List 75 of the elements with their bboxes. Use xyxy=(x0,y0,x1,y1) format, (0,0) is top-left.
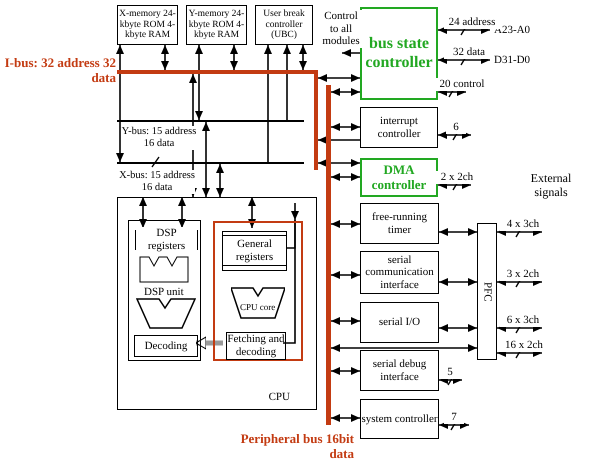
edge-label: Control to all modules xyxy=(320,10,362,48)
arrow xyxy=(196,336,223,350)
double-arrow xyxy=(318,159,360,167)
bus-line xyxy=(117,162,304,164)
note-text: External signals xyxy=(530,172,572,200)
double-arrow xyxy=(438,28,490,36)
dsp-frame xyxy=(128,220,201,361)
register-file: DSP registers xyxy=(135,230,198,250)
module-box: Fetching and decoding xyxy=(226,332,286,360)
double-arrow xyxy=(230,45,238,70)
bus-line xyxy=(117,120,304,122)
double-arrow xyxy=(161,45,169,70)
double-arrow xyxy=(497,326,542,334)
double-arrow xyxy=(331,123,360,131)
double-arrow xyxy=(248,197,256,228)
module-box: DMA controller xyxy=(360,158,438,197)
cpu-frame xyxy=(117,197,317,410)
edge-label: 5 xyxy=(440,366,460,379)
double-arrow xyxy=(331,414,360,422)
module-box: serial I/O xyxy=(360,302,439,343)
edge-label: 6 xyxy=(446,121,466,134)
bus-label: Y-bus: 15 address 16 data xyxy=(121,126,197,150)
double-arrow xyxy=(299,45,307,70)
double-arrow xyxy=(331,344,477,352)
double-arrow xyxy=(195,45,203,120)
double-arrow xyxy=(497,280,542,288)
module-box: free-running timer xyxy=(360,203,439,244)
block-label: CPU core xyxy=(240,302,276,312)
arrow xyxy=(283,45,291,120)
memory-box: Y-memory 24-kbyte ROM 4-kbyte RAM xyxy=(186,5,247,45)
arrow xyxy=(318,136,360,144)
bus-label: Peripheral bus 16bit data xyxy=(240,432,354,462)
double-arrow xyxy=(331,173,360,181)
double-arrow xyxy=(116,45,124,162)
double-arrow xyxy=(438,91,466,98)
edge-label: 7 xyxy=(444,411,464,424)
register-file: General registers xyxy=(222,231,287,271)
double-arrow xyxy=(331,220,360,228)
core-frame xyxy=(213,221,303,361)
module-box: interrupt controller xyxy=(360,107,438,148)
arrow xyxy=(264,45,272,162)
double-arrow xyxy=(438,58,490,66)
module-box: serial debug interface xyxy=(360,350,439,391)
double-arrow xyxy=(331,88,360,96)
memory-box: X-memory 24-kbyte ROM 4-kbyte RAM xyxy=(117,5,178,45)
double-arrow xyxy=(439,228,477,236)
double-arrow xyxy=(331,271,360,279)
module-box: Decoding xyxy=(134,335,198,357)
module-box: User break controller (UBC) xyxy=(255,5,313,45)
double-arrow xyxy=(178,197,186,228)
double-arrow xyxy=(439,324,477,332)
bus-label: X-bus: 15 address 16 data xyxy=(119,170,195,194)
frame-title: CPU xyxy=(268,391,290,403)
edge-label: 24 address xyxy=(444,16,500,29)
double-arrow xyxy=(439,423,469,430)
double-arrow xyxy=(439,379,462,386)
double-arrow xyxy=(438,184,471,190)
double-arrow xyxy=(438,132,471,140)
arrow xyxy=(291,203,299,220)
module-box: PFC xyxy=(477,223,497,360)
double-arrow xyxy=(497,230,542,238)
double-arrow xyxy=(331,317,360,325)
double-arrow xyxy=(331,367,360,375)
bus-label: I-bus: 32 address 32 data xyxy=(4,56,116,86)
module-box: system controller xyxy=(360,399,439,439)
double-arrow xyxy=(318,74,360,82)
block-label: DSP unit xyxy=(144,286,184,298)
double-arrow xyxy=(439,278,477,286)
arrow xyxy=(342,49,360,57)
double-arrow xyxy=(216,164,224,197)
connector-line xyxy=(283,220,296,344)
module-box: serial communication interface xyxy=(360,251,439,294)
double-arrow xyxy=(497,352,542,358)
double-arrow xyxy=(139,197,147,228)
double-arrow xyxy=(202,122,210,197)
